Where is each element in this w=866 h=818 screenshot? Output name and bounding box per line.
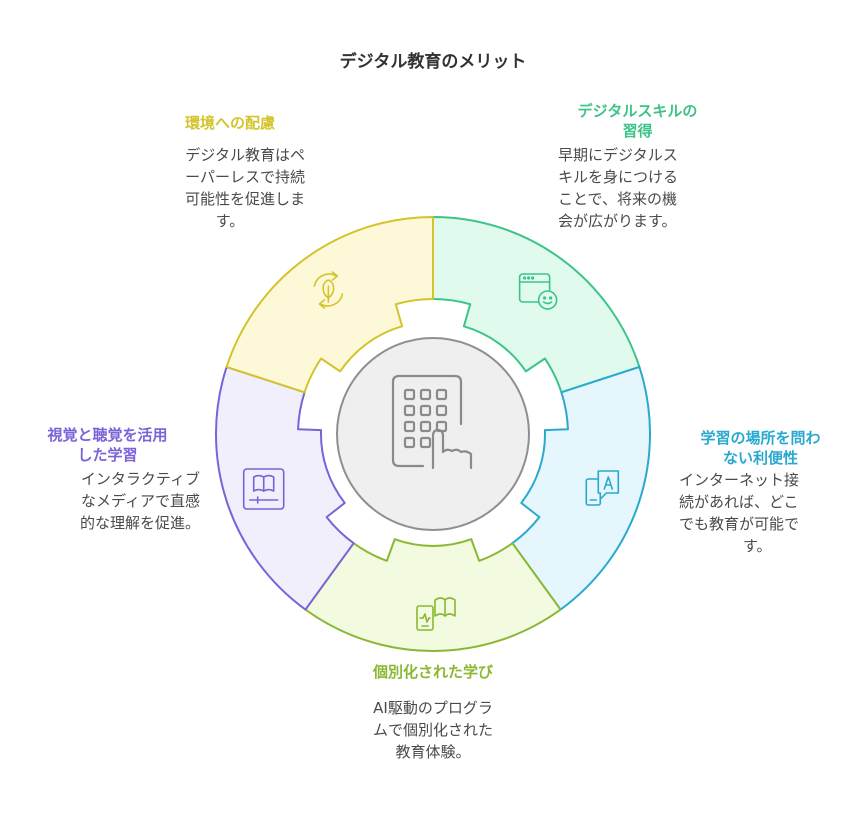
title-line: した学習 <box>77 446 138 464</box>
desc-line: AI駆動のプログラ <box>373 699 493 717</box>
segment-environment <box>225 216 434 394</box>
segment-audiovisual <box>215 365 355 611</box>
desc-line: 教育体験。 <box>395 743 471 761</box>
desc-line: なメディアで直感 <box>81 492 200 510</box>
desc-line: 可能性を促進しま <box>184 190 305 208</box>
segment-desc-digital-skills: 早期にデジタルス キルを身につける ことで、将来の機 会が広がります。 <box>558 144 728 232</box>
diagram-title: デジタル教育のメリット <box>339 52 527 72</box>
segments-layer <box>215 216 651 652</box>
center-hub <box>336 337 530 531</box>
desc-line: キルを身につける <box>558 168 679 186</box>
desc-line: ムで個別化された <box>372 721 493 739</box>
tablet-touch-icon <box>391 374 473 470</box>
recycle-leaf-icon <box>313 271 344 309</box>
mobile-chat-icon <box>585 470 620 506</box>
desc-line: デジタル教育はペ <box>185 146 305 164</box>
segment-title-digital-skills: デジタルスキルの 習得 <box>545 101 730 141</box>
desc-line: 会が広がります。 <box>558 212 677 230</box>
desc-line: インターネット接 <box>679 471 800 489</box>
title-line: ない利便性 <box>722 449 798 467</box>
title-line: 習得 <box>622 122 653 140</box>
segment-title-personalized: 個別化された学び <box>372 663 493 681</box>
desc-line: ことで、将来の機 <box>558 190 677 208</box>
browser-user-icon <box>518 273 558 310</box>
tablet-book-icon <box>416 597 456 631</box>
title-line: 学習の場所を問わ <box>700 429 821 447</box>
title-line: 視覚と聴覚を活用 <box>47 426 168 444</box>
desc-line: 早期にデジタルス <box>558 146 678 164</box>
segment-title-environment: 環境への配慮 <box>184 114 275 132</box>
desc-line: 続があれば、どこ <box>679 493 799 511</box>
desc-line: インタラクティブ <box>80 470 200 488</box>
segment-desc-location: インターネット接 続があれば、どこ でも教育が可能で す。 <box>679 469 854 557</box>
segment-desc-environment: デジタル教育はペ ーパーレスで持続 可能性を促進しま す。 <box>135 144 305 232</box>
desc-line: す。 <box>215 212 245 230</box>
book-player-icon <box>242 468 285 510</box>
segment-desc-personalized: AI駆動のプログラ ムで個別化された 教育体験。 <box>343 697 523 763</box>
desc-line: ーパーレスで持続 <box>185 168 305 186</box>
desc-line: す。 <box>743 537 772 555</box>
segment-title-audiovisual: 視覚と聴覚を活用 した学習 <box>15 425 200 465</box>
title-line: デジタルスキルの <box>577 102 698 120</box>
segment-desc-audiovisual: インタラクティブ なメディアで直感 的な理解を促進。 <box>20 468 200 534</box>
desc-line: でも教育が可能で <box>679 515 800 533</box>
segment-title-location: 学習の場所を問わ ない利便性 <box>668 428 853 468</box>
desc-line: 的な理解を促進。 <box>79 514 200 532</box>
